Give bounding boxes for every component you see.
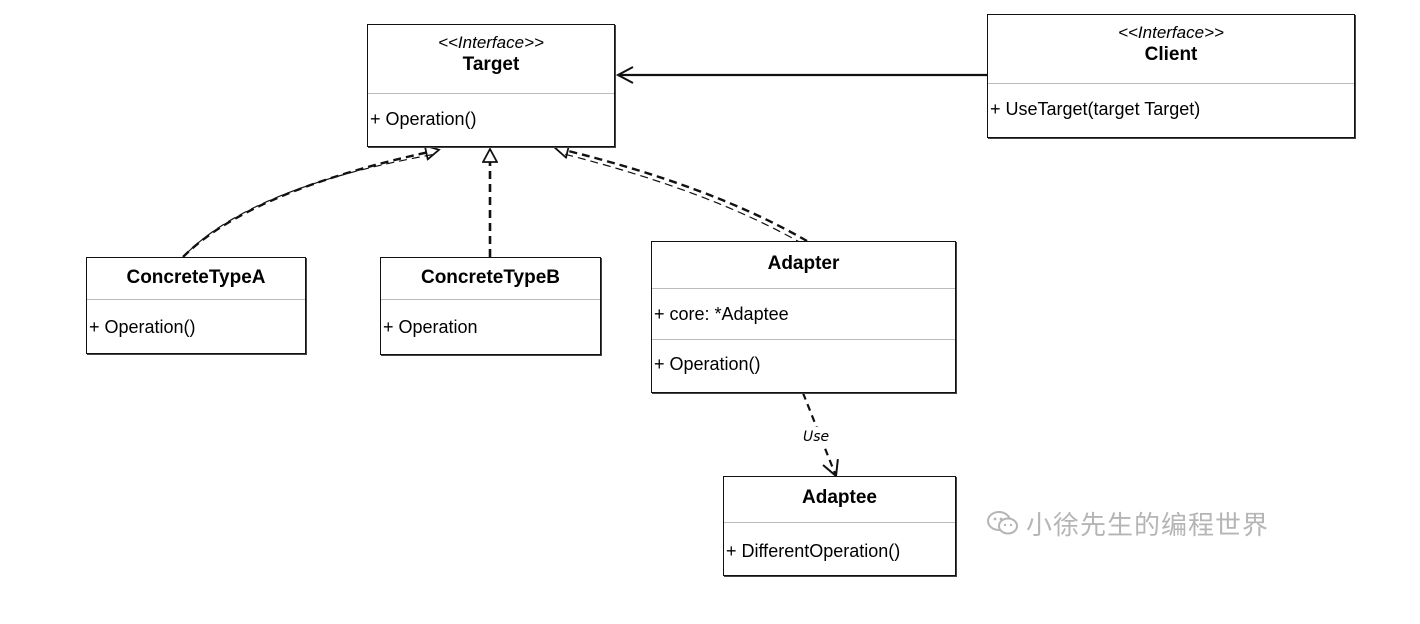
class-target-header: <<Interface>> Target [368,25,614,94]
realization-adapter [556,148,808,243]
class-client-name: Client [1144,44,1198,65]
class-adapter-field: + core: *Adaptee [654,304,789,324]
realization-adapter-sketch [559,152,804,245]
class-target-stereotype: <<Interface>> [438,33,544,52]
class-concrete-type-b-method: + Operation [383,317,478,337]
wechat-icon [987,511,1018,535]
class-concrete-type-a-method: + Operation() [89,317,196,337]
class-adaptee-name: Adaptee [802,487,877,508]
class-target[interactable]: <<Interface>> Target + Operation() [367,24,615,147]
class-concrete-type-b[interactable]: ConcreteTypeB + Operation [380,257,601,355]
class-concrete-type-b-header: ConcreteTypeB [381,258,600,300]
class-client-header: <<Interface>> Client [988,15,1354,84]
class-client-method: + UseTarget(target Target) [990,99,1201,119]
realization-concrete-a-sketch [186,153,437,254]
class-adapter-header: Adapter [652,242,955,289]
class-adaptee-method: + DifferentOperation() [726,541,901,561]
class-adaptee-header: Adaptee [724,477,955,523]
dependency-adapter-adaptee [801,392,839,478]
watermark-text: 小徐先生的编程世界 [1026,510,1270,541]
class-adaptee[interactable]: Adaptee + DifferentOperation() [723,476,956,576]
realization-concrete-a [182,150,438,258]
class-adapter-name: Adapter [767,253,840,274]
class-client[interactable]: <<Interface>> Client + UseTarget(target … [987,14,1355,138]
class-concrete-type-b-name: ConcreteTypeB [420,267,560,288]
use-label: Use [803,429,829,445]
class-target-method: + Operation() [370,109,477,129]
watermark: 小徐先生的编程世界 [986,503,1269,543]
class-adapter[interactable]: Adapter + core: *Adaptee + Operation() [651,241,956,393]
class-adapter-method: + Operation() [652,339,955,375]
class-concrete-type-a-header: ConcreteTypeA [87,258,305,300]
use-label-bg [800,427,838,445]
class-client-stereotype: <<Interface>> [1118,23,1224,42]
class-concrete-type-a[interactable]: ConcreteTypeA + Operation() [86,257,306,354]
class-concrete-type-a-name: ConcreteTypeA [126,267,266,288]
class-target-name: Target [462,54,520,75]
